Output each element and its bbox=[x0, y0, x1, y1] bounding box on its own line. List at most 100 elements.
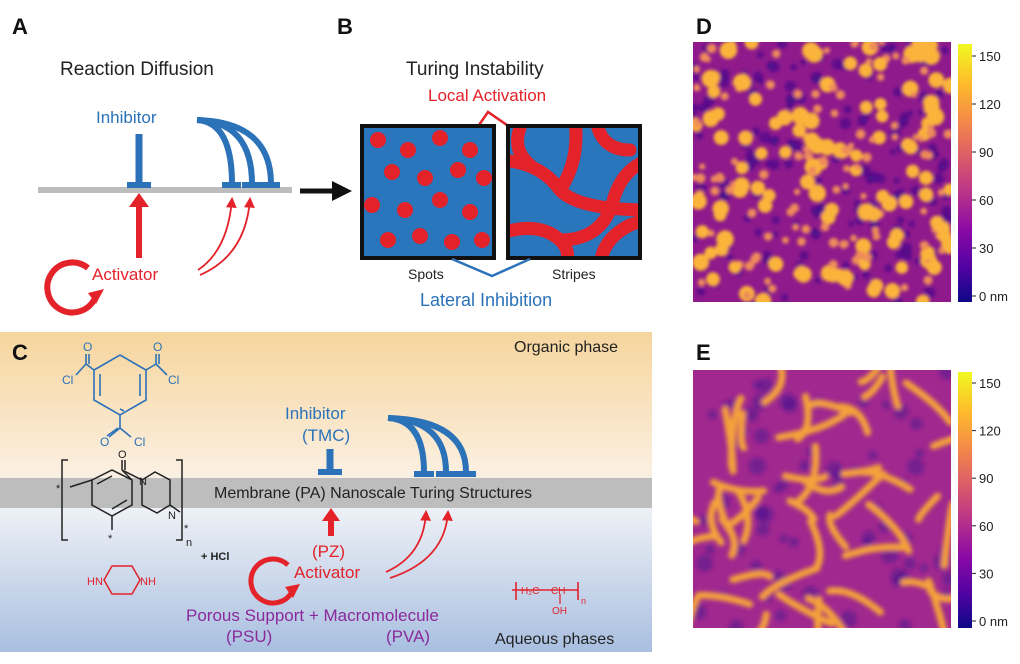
afm-spot bbox=[850, 234, 857, 242]
support-label: Porous Support + Macromolecule bbox=[186, 606, 439, 625]
afm-spot bbox=[884, 283, 901, 299]
afm-valley bbox=[777, 479, 789, 491]
colorbar-tick-label: 90 bbox=[979, 471, 993, 486]
spot-dot bbox=[450, 162, 466, 178]
colorbar-tick-label: 60 bbox=[979, 193, 993, 208]
afm-spot bbox=[797, 237, 806, 246]
afm-spot bbox=[942, 77, 951, 94]
afm-spot bbox=[872, 232, 881, 241]
afm-stripe bbox=[781, 472, 829, 484]
afm-spot bbox=[858, 63, 873, 78]
afm-stripe bbox=[693, 516, 700, 526]
afm-stripe bbox=[826, 587, 884, 616]
afm-spot bbox=[725, 185, 735, 195]
afm-spot bbox=[915, 294, 930, 302]
spots-label: Spots bbox=[408, 266, 444, 282]
afm-stripe bbox=[825, 511, 850, 551]
afm-spot bbox=[906, 164, 920, 178]
afm-stripe bbox=[761, 370, 786, 406]
afm-valley bbox=[812, 74, 822, 84]
afm-spot bbox=[759, 169, 769, 180]
afm-spot bbox=[943, 129, 951, 139]
afm-valley bbox=[910, 417, 923, 430]
afm-spot bbox=[923, 47, 940, 65]
lateral-inhibition-arcs bbox=[196, 117, 280, 188]
activator-label: Activator bbox=[92, 265, 158, 284]
afm-stripe bbox=[794, 392, 812, 443]
afm-spot bbox=[878, 42, 885, 46]
svg-text:N: N bbox=[139, 476, 147, 488]
afm-stripe bbox=[860, 373, 886, 401]
afm-spot bbox=[859, 100, 873, 114]
afm-valley bbox=[890, 148, 897, 156]
afm-valley bbox=[799, 251, 809, 261]
afm-spot bbox=[832, 185, 841, 194]
afm-spot bbox=[818, 156, 829, 166]
afm-spot bbox=[802, 145, 810, 153]
afm-valley bbox=[769, 137, 778, 146]
afm-spot bbox=[765, 80, 776, 90]
panel-a-letter: A bbox=[12, 14, 28, 39]
afm-spot bbox=[811, 89, 820, 99]
afm-stripe bbox=[729, 570, 774, 584]
afm-valley bbox=[875, 173, 886, 184]
afm-stripe bbox=[831, 470, 887, 520]
afm-valley bbox=[717, 75, 730, 88]
tmc-molecule bbox=[75, 354, 168, 438]
tmc-labels: O O Cl Cl O Cl bbox=[62, 340, 179, 449]
afm-valley bbox=[779, 534, 789, 543]
afm-spot bbox=[923, 99, 940, 116]
afm-spot bbox=[862, 152, 872, 163]
afm-stripe bbox=[857, 370, 881, 386]
afm-spot bbox=[808, 184, 826, 202]
afm-valley bbox=[707, 409, 718, 420]
afm-spot bbox=[808, 137, 826, 155]
psu-label: (PSU) bbox=[226, 627, 272, 646]
spot-dot bbox=[432, 130, 448, 146]
afm-spot bbox=[820, 209, 836, 225]
svg-text:n: n bbox=[186, 537, 192, 549]
afm-spot bbox=[768, 256, 784, 272]
afm-spot bbox=[712, 200, 729, 217]
afm-spot bbox=[866, 207, 881, 222]
afm-spot bbox=[923, 275, 933, 285]
panel-a: A Reaction Diffusion Inhibitor Activator bbox=[12, 14, 352, 316]
afm-spot bbox=[860, 192, 867, 200]
afm-valley bbox=[903, 557, 916, 570]
afm-valley bbox=[923, 286, 936, 299]
afm-valley bbox=[781, 294, 789, 302]
afm-valley bbox=[765, 160, 772, 168]
spot-dot bbox=[384, 164, 400, 180]
afm-stripe bbox=[734, 487, 752, 545]
afm-spot bbox=[869, 278, 884, 293]
afm-spot bbox=[755, 147, 768, 160]
svg-text:*: * bbox=[108, 533, 113, 545]
colorbar-tick-label: 30 bbox=[979, 566, 993, 581]
afm-spot bbox=[702, 110, 719, 128]
afm-stripe bbox=[865, 500, 913, 555]
afm-spot bbox=[874, 98, 887, 111]
afm-valley bbox=[762, 258, 770, 265]
afm-spot bbox=[781, 236, 789, 244]
colorbar-tick-label: 0 nm bbox=[979, 614, 1008, 629]
afm-spot bbox=[835, 90, 846, 100]
afm-spot bbox=[730, 181, 736, 188]
afm-spot bbox=[855, 129, 866, 140]
afm-valley bbox=[757, 78, 765, 85]
afm-stripe bbox=[902, 379, 951, 426]
lateral-inhibition-label: Lateral Inhibition bbox=[420, 290, 552, 310]
svg-text:OH: OH bbox=[552, 606, 567, 617]
afm-spot bbox=[733, 177, 750, 194]
afm-valley bbox=[799, 460, 811, 472]
afm-valley bbox=[894, 250, 904, 259]
afm-spot bbox=[872, 130, 886, 145]
afm-valley bbox=[748, 457, 766, 475]
afm-valley bbox=[790, 63, 797, 71]
afm-spot bbox=[843, 165, 851, 172]
afm-spot bbox=[695, 225, 709, 239]
afm-spot bbox=[841, 240, 849, 248]
afm-stripe bbox=[707, 498, 725, 546]
afm-spot bbox=[699, 163, 706, 170]
